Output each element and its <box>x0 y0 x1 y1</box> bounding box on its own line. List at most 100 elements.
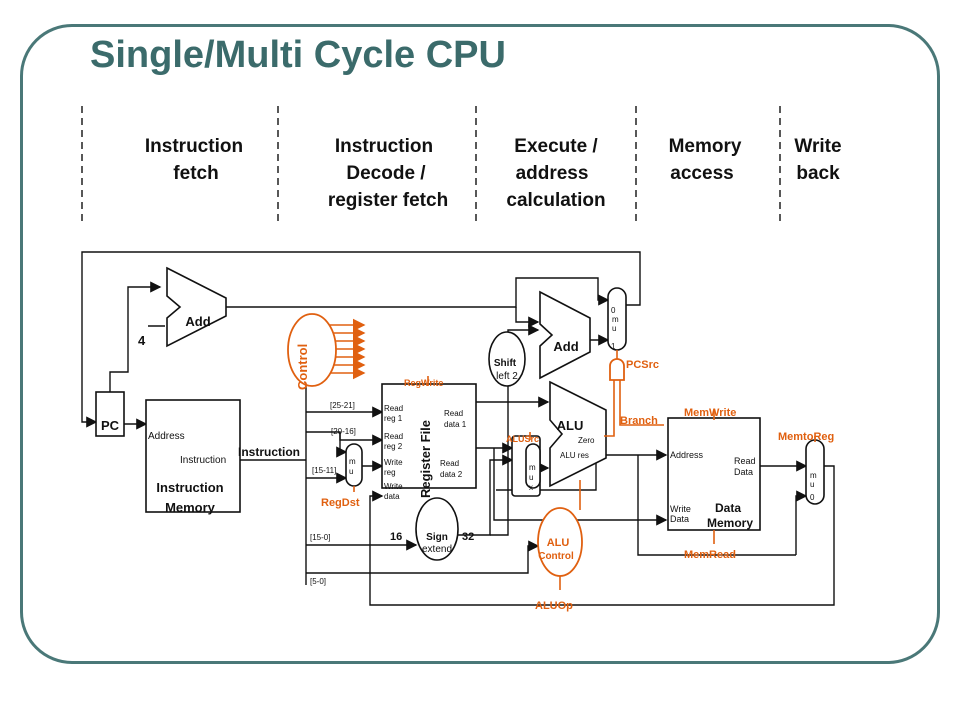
memread-signal: MemRead <box>684 549 736 561</box>
alu-control-line1: ALU <box>547 537 570 549</box>
regwrite-signal: RegWrite <box>404 378 443 388</box>
write-reg-line2: reg <box>384 468 396 477</box>
control-unit <box>287 313 337 387</box>
stage-id-line3: register fetch <box>328 190 448 211</box>
alu: ALU Zero ALU res <box>549 380 607 488</box>
alusrc-mux-m: m <box>529 463 536 472</box>
sign-to-shift-wire <box>490 382 509 536</box>
field-15-0: [15-0] <box>310 533 330 542</box>
stage-wb-line1: Write <box>794 136 841 157</box>
write-data-line1: Write <box>384 482 403 491</box>
regdst-mux-m: m <box>349 457 356 466</box>
imem-name-line1: Instruction <box>156 480 223 495</box>
sign-extend-line1: Sign <box>426 532 448 543</box>
pcsrc-mux-u: u <box>612 324 616 333</box>
pc-label: PC <box>101 418 120 433</box>
read-reg1-line2: reg 1 <box>384 414 403 423</box>
pc-register: PC <box>95 391 125 437</box>
dmem-name-line2: Memory <box>707 516 753 530</box>
zero-to-and-wire <box>604 380 615 437</box>
pcsrc-mux-m: m <box>612 315 619 324</box>
rt-to-mux-wire <box>336 432 348 458</box>
pcsrc-mux-1: 1 <box>611 342 616 351</box>
stage-mem-line2: access <box>670 163 733 184</box>
regdst-mux-u: u <box>349 467 353 476</box>
alu-label: ALU <box>557 418 584 433</box>
dmem-read-line1: Read <box>734 456 756 466</box>
funct-to-aluctl-wire <box>306 540 540 574</box>
field-5-0: [5-0] <box>310 577 326 586</box>
stage-if-line1: Instruction <box>145 136 243 157</box>
pc-adder: Add 4 <box>138 266 227 348</box>
pcsrc-mux-0: 0 <box>611 306 616 315</box>
sign-extend-line2: extend <box>422 544 452 555</box>
control-signals: Control RegWrite RegDst ALUSrc PCSrc Bra… <box>287 313 834 612</box>
imem-name-line2: Memory <box>165 500 216 515</box>
sign-out-width: 32 <box>462 531 474 543</box>
add-out-wire <box>226 277 610 308</box>
dmem-name-line1: Data <box>715 501 741 515</box>
alu-control-line2: Control <box>538 551 574 562</box>
data-memory: Address Read Data Write Data Data Memory <box>667 417 761 531</box>
sign-in-width: 16 <box>390 531 402 543</box>
branch-add-label: Add <box>553 339 578 354</box>
register-file-name: Register File <box>418 420 433 498</box>
constant-four: 4 <box>138 333 146 348</box>
read-reg2-line1: Read <box>384 432 403 441</box>
shift-left-two: Shift left 2 <box>488 331 526 387</box>
instruction-memory: Address Instruction Instruction Memory <box>145 399 241 515</box>
imem-instruction-port-label: Instruction <box>180 455 226 466</box>
read-reg1-line1: Read <box>384 404 403 413</box>
alu-result-label: ALU res <box>560 451 589 460</box>
regdst-mux: m u <box>345 443 363 487</box>
stage-id-line1: Instruction <box>335 136 433 157</box>
write-data-line2: data <box>384 492 400 501</box>
read-data1-line1: Read <box>444 409 463 418</box>
dmem-address-label: Address <box>670 450 704 460</box>
memtoreg-mux-m: m <box>810 471 817 480</box>
add-top-label: Add <box>185 314 210 329</box>
pc-feedback-wire <box>81 251 641 428</box>
dmem-write-line1: Write <box>670 504 691 514</box>
dmem-write-line2: Data <box>670 514 689 524</box>
memtoreg-mux-0: 0 <box>810 493 815 502</box>
branch-to-and-wire <box>619 380 664 426</box>
alusrc-mux: m u x <box>511 435 541 497</box>
branch-and-gate <box>609 358 625 381</box>
memtoreg-mux-u: u <box>810 480 814 489</box>
alusrc-mux-u: u <box>529 473 533 482</box>
stage-ex-line2: address <box>516 163 589 184</box>
stage-labels: Instruction fetch Instruction Decode / r… <box>145 136 842 211</box>
page-title: Single/Multi Cycle CPU <box>90 34 506 76</box>
sign-out-wire <box>458 454 514 536</box>
writeback-wire <box>369 465 835 606</box>
datapath-wires <box>81 251 835 606</box>
alu-zero-label: Zero <box>578 436 595 445</box>
memtoreg-signal: MemtoReg <box>778 431 834 443</box>
stage-ex-line1: Execute / <box>514 136 598 157</box>
stage-mem-line1: Memory <box>669 136 742 157</box>
stage-dividers <box>81 106 781 222</box>
read-data2-to-dmem-wire <box>493 448 668 526</box>
read-data2-line2: data 2 <box>440 470 463 479</box>
field-20-16: [20-16] <box>331 427 356 436</box>
alu-to-wb-mux-wire <box>795 490 808 555</box>
control-label: Control <box>295 344 310 390</box>
pc-to-add-wire <box>109 281 162 392</box>
alu-result-bypass-wire <box>637 455 796 556</box>
alusrc-mux-x: x <box>529 483 533 492</box>
pc4-to-branch-add-wire <box>515 307 540 328</box>
alusrc-signal: ALUSrc <box>506 434 539 444</box>
instruction-bus-label: Instruction <box>238 445 300 459</box>
branch-signal: Branch <box>620 415 658 427</box>
field-15-11: [15-11] <box>312 466 336 475</box>
pcsrc-mux: 0 m u 1 <box>607 287 627 351</box>
stage-id-line2: Decode / <box>346 163 426 184</box>
shift-line1: Shift <box>494 358 517 369</box>
read-data2-line1: Read <box>440 459 459 468</box>
aluop-signal: ALUOp <box>535 600 573 612</box>
imem-address-label: Address <box>148 431 185 442</box>
stage-if-line2: fetch <box>173 163 218 184</box>
sign-extend: Sign extend 16 32 <box>390 497 474 561</box>
